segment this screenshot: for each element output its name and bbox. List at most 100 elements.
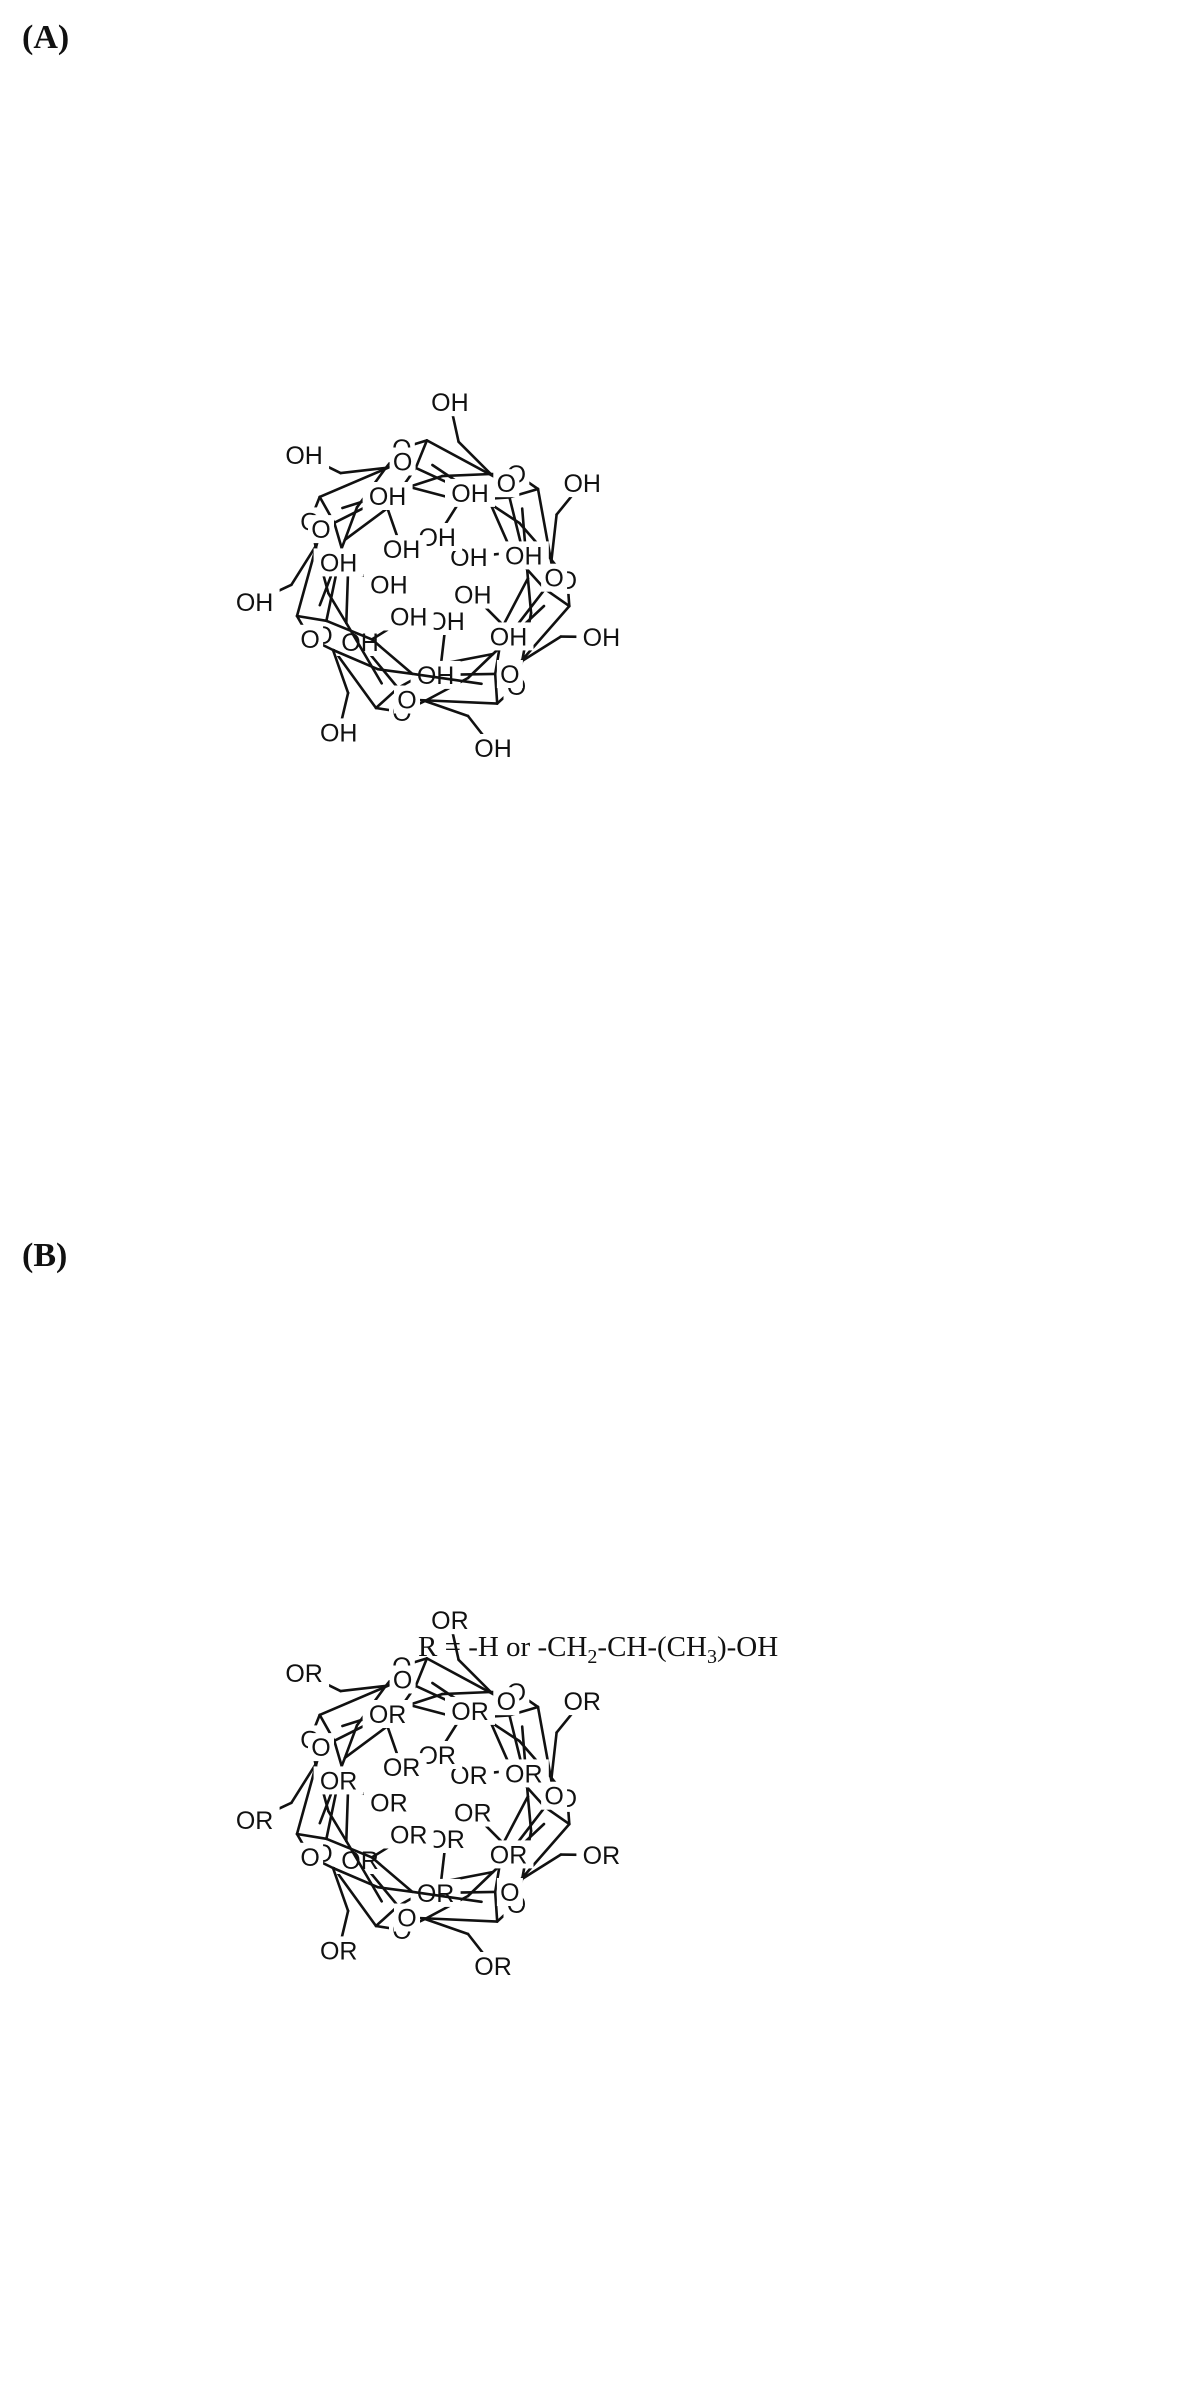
ring-bond: [343, 1724, 389, 1760]
substituent-label: OH: [474, 735, 512, 763]
label-mask: [308, 515, 334, 544]
label-mask: [313, 548, 364, 577]
label-mask: [376, 535, 427, 564]
substituent-bond: [405, 1916, 499, 1923]
label-mask: [468, 1952, 518, 1980]
ring-bond: [325, 1837, 374, 1859]
substituent-bond: [344, 1839, 384, 1903]
ring-bond: [414, 1657, 429, 1688]
ring-bond: [376, 667, 414, 676]
substituent-label: OH: [490, 623, 528, 651]
substituent-bond: [331, 1866, 350, 1913]
glycosidic-oxygen-label: O: [544, 1783, 563, 1811]
label-mask: [313, 1766, 364, 1795]
substituent-label: OH: [285, 442, 323, 470]
r-group-definition: R = -H or -CH2-CH-(CH3)-OH: [418, 1631, 778, 1668]
substituent-bond: [425, 439, 508, 485]
label-mask: [496, 1878, 523, 1906]
substituent-bond: [550, 513, 558, 562]
substituent-label: OR: [369, 1701, 407, 1729]
ring-bond: [440, 472, 493, 478]
substituent-label: OH: [320, 549, 358, 577]
substituent-label: OH: [390, 604, 428, 632]
substituent-label: OR: [505, 1760, 543, 1788]
ring-bond: [493, 672, 499, 705]
label-mask: [279, 1659, 330, 1688]
substituent-bond: [318, 1678, 404, 1717]
r-definition-middle: -CH-(CH: [597, 1631, 707, 1663]
substituent-label: OR: [383, 1754, 421, 1782]
ring-bond: [440, 1690, 493, 1696]
glucose-unit: O O OR OR OR: [295, 1733, 483, 1965]
label-mask: [557, 469, 608, 498]
glycosidic-oxygen-label: O: [544, 565, 563, 593]
ring-bond: [501, 577, 530, 627]
label-mask: [389, 447, 416, 476]
ring-bond: [414, 439, 429, 470]
label-mask: [229, 588, 280, 617]
ring-bond: [343, 506, 389, 542]
label-mask: [447, 1798, 498, 1827]
label-mask: [297, 624, 324, 653]
ring-bond: [295, 614, 328, 623]
glycosidic-oxygen-label: O: [393, 1667, 412, 1695]
label-mask: [493, 469, 520, 498]
substituent-label: OH: [431, 389, 469, 417]
label-mask: [362, 482, 413, 510]
ring-bond: [501, 1795, 530, 1845]
substituent-label: OR: [320, 1937, 358, 1965]
substituent-bond: [457, 440, 493, 476]
label-mask: [447, 580, 498, 609]
label-mask: [445, 478, 495, 507]
label-mask: [313, 718, 364, 747]
substituent-label: OH: [236, 589, 274, 617]
substituent-bond: [295, 527, 323, 618]
glycosidic-oxygen-label: O: [497, 470, 516, 498]
substituent-bond: [520, 1853, 563, 1881]
beta-cyclodextrin-structure: OOOHOHOHOOOHOHOHOOOHOHOHOOOHOHOHOOOHOHOH…: [229, 388, 627, 763]
label-mask: [498, 1759, 549, 1788]
label-mask: [313, 1936, 364, 1965]
label-mask: [297, 1842, 324, 1871]
substituent-label: OR: [320, 1767, 358, 1795]
ring-oxygen-label: O: [300, 1844, 319, 1872]
label-mask: [424, 1606, 475, 1635]
label-mask: [496, 660, 523, 688]
substituent-label: OR: [431, 1607, 469, 1635]
label-mask: [376, 1753, 427, 1782]
substituent-bond: [339, 466, 388, 475]
substituent-bond: [423, 699, 470, 718]
r-definition-sub2: 3: [707, 1646, 717, 1668]
ring-bond: [295, 1832, 328, 1841]
r-definition-prefix: R = -H or -CH: [418, 1631, 587, 1663]
ring-bond: [493, 1890, 499, 1923]
label-mask: [383, 1820, 434, 1849]
substituent-label: OH: [583, 624, 621, 652]
ring-bond: [344, 568, 350, 625]
label-mask: [498, 541, 549, 570]
label-mask: [394, 1903, 420, 1932]
substituent-label: OR: [236, 1807, 274, 1835]
glycosidic-oxygen-label: O: [397, 687, 416, 715]
ring-bond: [331, 1866, 380, 1889]
substituent-label: OH: [369, 483, 407, 511]
panel-a-label: (A): [22, 19, 69, 56]
substituent-bond: [290, 1763, 317, 1805]
substituent-label: OR: [563, 1688, 601, 1716]
ring-bond: [370, 1856, 414, 1894]
substituent-bond: [425, 1657, 508, 1703]
substituent-label: OH: [320, 719, 358, 747]
label-mask: [483, 622, 534, 651]
hydroxypropyl-beta-cyclodextrin-structure: OOOROROROOOROROROOOROROROOOROROROOOROROR…: [229, 1606, 627, 1981]
glycosidic-oxygen-label: O: [397, 1905, 416, 1933]
label-mask: [229, 1806, 280, 1835]
substituent-bond: [339, 1684, 388, 1693]
substituent-label: OR: [490, 1841, 528, 1869]
label-mask: [557, 1687, 608, 1716]
label-mask: [389, 1665, 416, 1694]
substituent-label: OH: [563, 470, 601, 498]
